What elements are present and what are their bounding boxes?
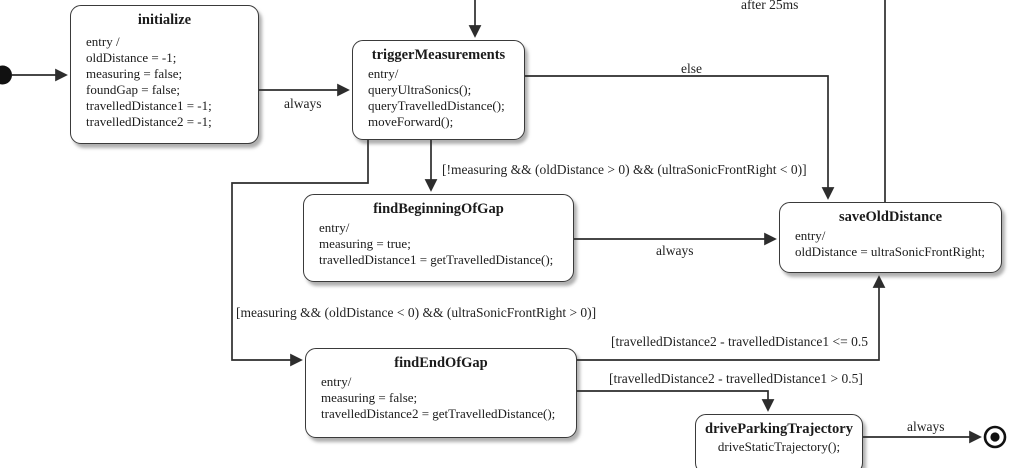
final-state-node[interactable] [983, 425, 1007, 449]
action-line: oldDistance = -1; [86, 50, 177, 65]
state-drive-parking-trajectory[interactable]: driveParkingTrajectory driveStaticTrajec… [695, 414, 863, 468]
state-find-beginning-of-gap[interactable]: findBeginningOfGap entry/ measuring = tr… [303, 194, 574, 282]
transition-label-always-drive: always [907, 419, 945, 434]
action-line: queryTravelledDistance(); [368, 98, 505, 113]
state-title: triggerMeasurements [371, 47, 506, 63]
state-actions: entry/ measuring = true; travelledDistan… [304, 218, 573, 268]
transition-guard-find-beginning: [!measuring && (oldDistance > 0) && (ult… [442, 162, 807, 177]
action-line: moveForward(); [368, 114, 454, 129]
transition-label-always-find-beginning: always [656, 243, 694, 258]
state-title: saveOldDistance [838, 209, 943, 225]
state-actions: driveStaticTrajectory(); [696, 438, 862, 455]
state-actions: entry/ measuring = false; travelledDista… [306, 372, 576, 422]
action-line: entry/ [321, 374, 352, 389]
initial-state-node[interactable] [0, 65, 12, 85]
action-line: measuring = false; [321, 390, 418, 405]
edge-find-end-gt-to-drive[interactable] [577, 390, 775, 412]
action-line: entry/ [795, 228, 826, 243]
action-line: foundGap = false; [86, 82, 180, 97]
state-trigger-measurements[interactable]: triggerMeasurements entry/ queryUltraSon… [352, 40, 525, 140]
transition-label-always-initialize: always [284, 96, 322, 111]
action-line: travelledDistance2 = -1; [86, 114, 212, 129]
action-line: driveStaticTrajectory(); [717, 439, 841, 454]
state-actions: entry/ oldDistance = ultraSonicFrontRigh… [780, 226, 1001, 260]
action-line: entry/ [368, 66, 399, 81]
state-title: findEndOfGap [394, 355, 488, 371]
state-initialize[interactable]: initialize entry / oldDistance = -1; mea… [70, 5, 259, 144]
edge-trigger-else-to-save[interactable] [525, 75, 835, 200]
transition-guard-distance-le: [travelledDistance2 - travelledDistance1… [611, 334, 869, 349]
action-line: travelledDistance2 = getTravelledDistanc… [321, 406, 556, 421]
transition-guard-distance-gt: [travelledDistance2 - travelledDistance1… [609, 371, 863, 386]
action-line: travelledDistance1 = -1; [86, 98, 212, 113]
state-title: driveParkingTrajectory [705, 421, 853, 437]
action-line: measuring = false; [86, 66, 183, 81]
action-line: queryUltraSonics(); [368, 82, 472, 97]
transition-label-else: else [681, 61, 702, 76]
state-title: findBeginningOfGap [373, 201, 504, 217]
state-title: initialize [137, 12, 192, 28]
action-line: entry / [86, 34, 120, 49]
transition-guard-find-end: [measuring && (oldDistance < 0) && (ultr… [236, 305, 597, 320]
transition-label-after-25ms: after 25ms [741, 0, 799, 12]
state-find-end-of-gap[interactable]: findEndOfGap entry/ measuring = false; t… [305, 348, 577, 438]
action-line: travelledDistance1 = getTravelledDistanc… [319, 252, 554, 267]
state-actions: entry / oldDistance = -1; measuring = fa… [71, 29, 258, 130]
action-line: entry/ [319, 220, 350, 235]
action-line: measuring = true; [319, 236, 411, 251]
action-line: oldDistance = ultraSonicFrontRight; [795, 244, 986, 259]
state-save-old-distance[interactable]: saveOldDistance entry/ oldDistance = ult… [779, 202, 1002, 273]
state-actions: entry/ queryUltraSonics(); queryTravelle… [353, 64, 524, 130]
